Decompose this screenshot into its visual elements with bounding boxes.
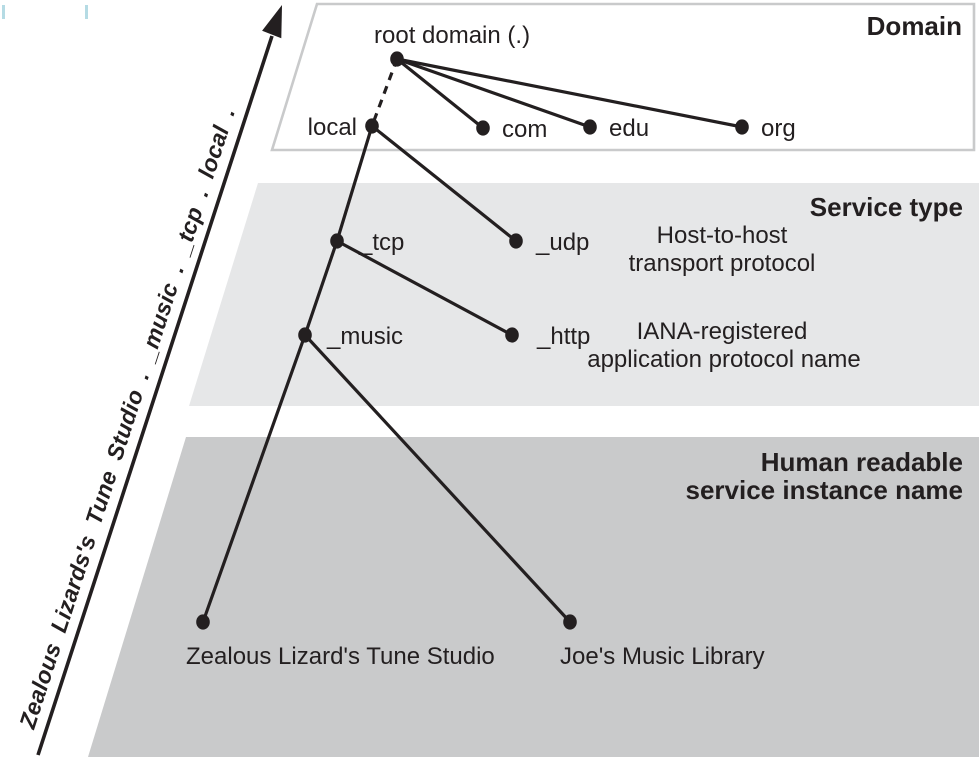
edge-root-edu bbox=[396, 57, 591, 129]
node-zealous-dot bbox=[196, 614, 210, 630]
service-type-band bbox=[189, 183, 979, 406]
edge-tcp-http bbox=[336, 239, 513, 337]
label-udp: _udp bbox=[535, 229, 589, 256]
edge-local-udp bbox=[371, 124, 517, 243]
domain-band-title: Domain bbox=[867, 11, 962, 41]
transport-note-line1: Host-to-host bbox=[657, 222, 788, 249]
fqdn-axis-arrow bbox=[36, 5, 282, 756]
node-org-dot bbox=[735, 119, 749, 135]
domain-band bbox=[270, 2, 976, 152]
application-note-line2: application protocol name bbox=[587, 346, 861, 373]
arrow-head-icon bbox=[262, 5, 282, 39]
label-local: local bbox=[308, 114, 357, 141]
node-joes-dot bbox=[563, 614, 577, 630]
label-zealous-instance: Zealous Lizard's Tune Studio bbox=[186, 643, 495, 670]
edge-root-local bbox=[370, 58, 399, 127]
label-http: _http bbox=[536, 323, 590, 350]
node-udp-dot bbox=[509, 233, 523, 249]
label-edu: edu bbox=[609, 115, 649, 142]
arrow-shaft bbox=[36, 35, 274, 756]
edge-music-joes bbox=[303, 333, 572, 624]
transport-note-line2: transport protocol bbox=[629, 250, 816, 277]
node-music-dot bbox=[298, 327, 312, 343]
application-note-line1: IANA-registered bbox=[637, 318, 808, 345]
instance-band-title-line2: service instance name bbox=[686, 475, 964, 505]
tree-nodes bbox=[196, 51, 749, 630]
node-tcp-dot bbox=[330, 233, 344, 249]
node-http-dot bbox=[505, 327, 519, 343]
edge-tcp-music bbox=[303, 240, 339, 336]
registration-tick-right bbox=[85, 5, 88, 19]
label-org: org bbox=[761, 115, 796, 142]
node-com-dot bbox=[476, 120, 490, 136]
service-band-title: Service type bbox=[810, 192, 963, 222]
node-edu-dot bbox=[583, 119, 597, 135]
edge-music-zealous bbox=[201, 334, 307, 623]
label-tcp: _tcp bbox=[358, 229, 404, 256]
tree-edges bbox=[201, 57, 743, 624]
edge-root-com bbox=[395, 57, 485, 130]
edge-root-org bbox=[396, 57, 743, 129]
label-com: com bbox=[502, 116, 547, 143]
edge-local-tcp bbox=[335, 125, 374, 242]
node-local-dot bbox=[365, 118, 379, 134]
instance-name-band bbox=[88, 437, 979, 757]
label-root-domain: root domain (.) bbox=[374, 22, 530, 49]
registration-tick-left bbox=[2, 5, 5, 19]
instance-band-title-line1: Human readable bbox=[761, 447, 963, 477]
node-root-dot bbox=[390, 51, 404, 67]
label-joes-instance: Joe's Music Library bbox=[560, 643, 765, 670]
label-music: _music bbox=[326, 323, 403, 350]
